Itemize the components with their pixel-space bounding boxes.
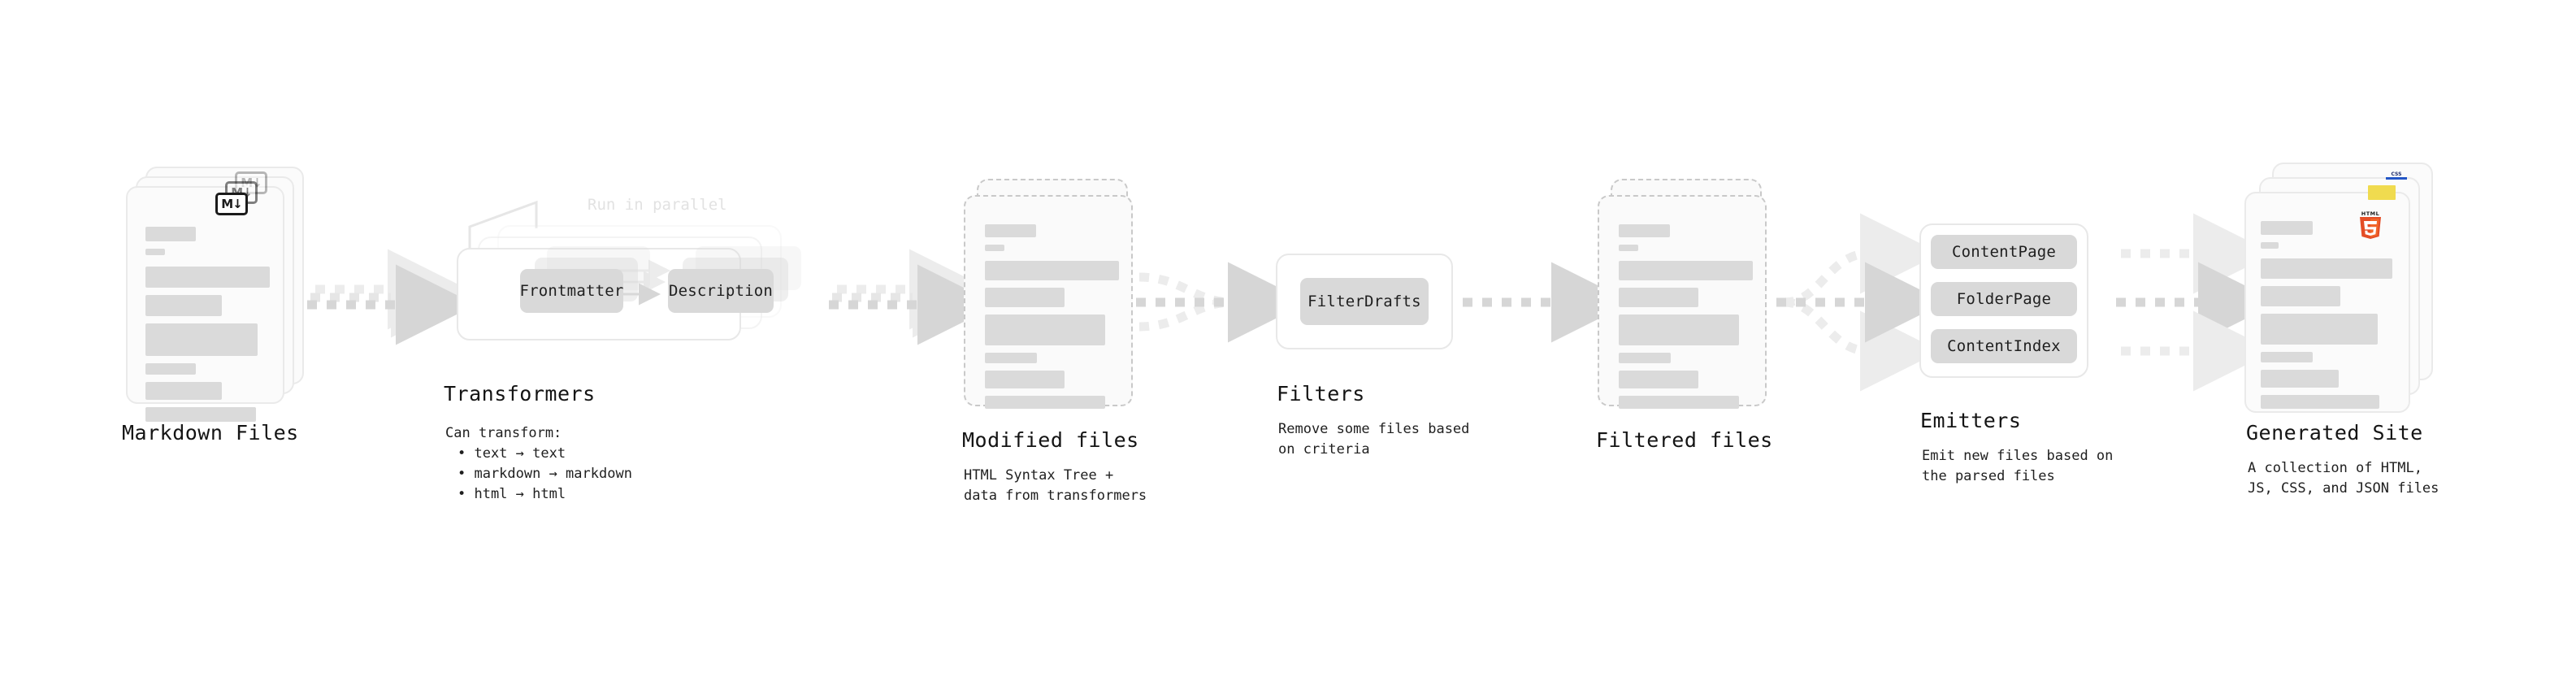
stage-title: Transformers [444, 382, 596, 406]
content-bar [985, 288, 1065, 307]
content-bar [145, 382, 222, 400]
content-bar [2261, 352, 2313, 362]
content-bar [2261, 221, 2313, 235]
content-bar [145, 323, 258, 356]
html5-badge: HTML [2358, 210, 2383, 239]
content-bar [2261, 258, 2392, 279]
content-bar [1619, 245, 1638, 251]
document-content-bars [2261, 221, 2394, 416]
stage-title: Emitters [1920, 409, 2022, 432]
stage-modified-files[interactable]: Modified files HTML Syntax Tree + data f… [957, 179, 1147, 504]
document-content-bars [1619, 224, 1753, 416]
content-bar [985, 245, 1004, 251]
content-bar [985, 371, 1065, 388]
stage-subtitle: Can transform: [445, 425, 562, 441]
document-card-front [1598, 195, 1767, 409]
stage-title: Filtered files [1596, 428, 1773, 452]
content-bar [1619, 288, 1698, 307]
stage-title: Markdown Files [122, 421, 299, 445]
connector-emitters-to-site [2116, 213, 2279, 392]
filter-chip-filterdrafts[interactable]: FilterDrafts [1300, 278, 1429, 325]
content-bar [2261, 395, 2379, 409]
document-card-front [964, 195, 1133, 409]
emitter-chip-folderpage[interactable]: FolderPage [1931, 282, 2077, 316]
stage-title: Generated Site [2246, 421, 2423, 445]
content-bar [985, 224, 1036, 237]
content-bar [1619, 396, 1739, 409]
stage-subtitle: A collection of HTML, JS, CSS, and JSON … [2248, 460, 2439, 497]
content-bar [145, 295, 222, 316]
connector-filtered-to-emitters [1776, 213, 1945, 392]
transformer-chip-description[interactable]: Description [668, 269, 774, 313]
stage-subtitle: Emit new files based on the parsed files [1922, 448, 2114, 484]
content-bar [985, 261, 1119, 280]
content-bar [2261, 370, 2339, 388]
stage-title: Modified files [962, 428, 1139, 452]
transform-bullet-3: • html → html [458, 486, 566, 502]
run-in-parallel-bracket [468, 200, 538, 256]
content-bar [985, 353, 1037, 363]
document-card-front [2244, 192, 2410, 413]
emitter-chip-contentpage[interactable]: ContentPage [1931, 235, 2077, 269]
css-badge: CSS [2386, 171, 2407, 181]
run-in-parallel-label: Run in parallel [588, 196, 727, 214]
document-card-front [126, 186, 284, 422]
content-bar [1619, 224, 1670, 237]
stage-subtitle: HTML Syntax Tree + data from transformer… [964, 467, 1147, 504]
content-bar [1619, 314, 1739, 345]
stage-generated-site[interactable]: CSS HTML Generated Site A collection of … [2244, 163, 2448, 497]
document-content-bars [985, 224, 1119, 416]
js-badge [2368, 185, 2396, 200]
markdown-badge: M↓ [215, 193, 248, 215]
stage-subtitle: Remove some files based on criteria [1278, 421, 1470, 458]
content-bar [145, 363, 196, 375]
stage-filtered-files[interactable]: Filtered files [1591, 179, 1778, 452]
connector-transformers-to-modified [829, 249, 998, 345]
content-bar [985, 396, 1105, 409]
content-bar [2261, 314, 2378, 345]
content-bar [1619, 261, 1753, 280]
content-bar [145, 407, 256, 422]
content-bar [1619, 371, 1698, 388]
content-bar [2261, 286, 2340, 306]
connector-markdown-to-transformers [307, 249, 476, 345]
transformer-chip-frontmatter[interactable]: Frontmatter [519, 269, 623, 313]
stage-title: Filters [1277, 382, 1365, 406]
content-bar [145, 267, 270, 288]
connector-modified-to-filters [1136, 262, 1308, 343]
content-bar [1619, 353, 1671, 363]
content-bar [145, 227, 196, 241]
content-bar [985, 314, 1105, 345]
content-bar [2261, 242, 2279, 249]
transform-bullet-2: • markdown → markdown [458, 466, 632, 482]
transform-bullet-1: • text → text [458, 445, 566, 462]
stage-markdown-files[interactable]: M↓ M↓ M↓ Markdown Files [122, 167, 313, 445]
content-bar [145, 249, 165, 255]
emitter-chip-contentindex[interactable]: ContentIndex [1931, 329, 2077, 363]
document-content-bars [145, 227, 270, 429]
